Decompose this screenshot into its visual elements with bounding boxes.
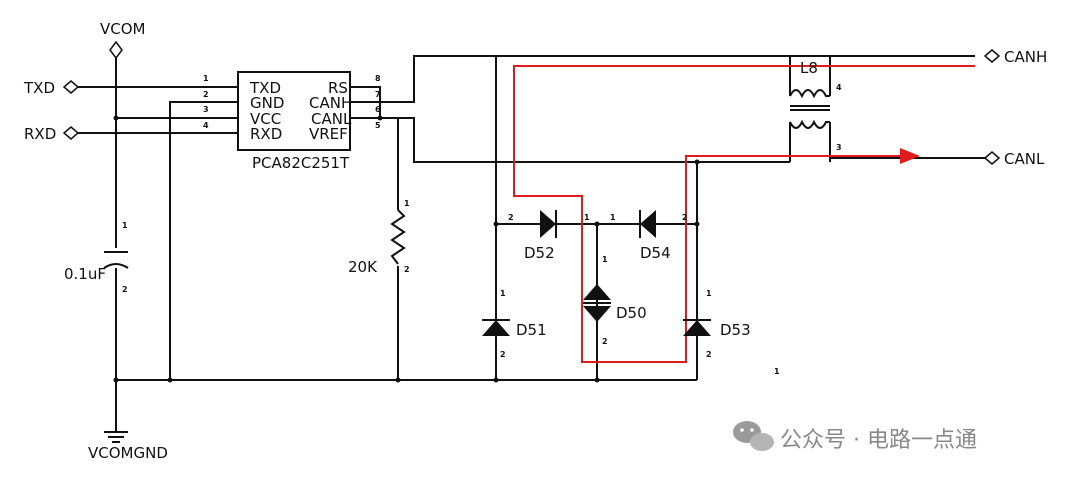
ic-body <box>237 71 351 151</box>
vcom-label: VCOM <box>100 20 145 38</box>
ic-pin-rs: RS <box>328 79 348 97</box>
d53-label: D53 <box>720 321 751 339</box>
pin-number: 1 <box>706 289 712 298</box>
pin-number: 1 <box>774 367 780 376</box>
inductor-icon <box>780 72 840 142</box>
watermark: 公众号 · 电路一点通 <box>733 421 977 453</box>
diode-d52-icon <box>540 210 557 238</box>
pin-number: 8 <box>375 74 381 83</box>
pin-number: 2 <box>500 350 506 359</box>
diode-d54-icon <box>639 210 656 238</box>
pin-number: 6 <box>375 105 381 114</box>
pin-number: 2 <box>508 213 514 222</box>
pin-number: 2 <box>706 350 712 359</box>
arrow-icon <box>900 148 920 164</box>
pin-number: 1 <box>404 199 410 208</box>
rxd-label: RXD <box>24 125 56 143</box>
pin-number: 1 <box>122 221 128 230</box>
tvs-d50-icon <box>583 284 611 322</box>
pin-number: 3 <box>836 143 842 152</box>
inductor-label: L8 <box>800 59 818 77</box>
pin-number: 3 <box>203 105 209 114</box>
txd-label: TXD <box>23 79 55 97</box>
pin-number: 2 <box>122 285 128 294</box>
canh-label: CANH <box>1004 48 1047 66</box>
pin-number: 2 <box>203 90 209 99</box>
highlight-path <box>513 65 975 363</box>
ic-name: PCA82C251T <box>252 154 350 172</box>
vcomgnd-label: VCOMGND <box>88 444 168 462</box>
capacitor-icon <box>103 248 129 269</box>
junctions <box>113 115 700 383</box>
ic-pin-gnd: GND <box>250 94 284 112</box>
pin-number: 7 <box>375 90 381 99</box>
diode-d51-icon <box>482 319 510 336</box>
canl-port-icon <box>983 151 1001 165</box>
d51-label: D51 <box>516 321 547 339</box>
ic-pin-vcc: VCC <box>250 110 281 128</box>
canl-label: CANL <box>1004 150 1045 168</box>
d54-label: D54 <box>640 244 671 262</box>
pin-number: 4 <box>836 83 842 92</box>
diode-d53-icon <box>683 319 711 336</box>
ground-icon <box>104 431 128 443</box>
pin-number: 1 <box>500 289 506 298</box>
rxd-port-icon <box>62 126 80 140</box>
ports <box>62 40 1001 165</box>
capacitor-label: 0.1uF <box>64 265 106 283</box>
pin-number: 1 <box>602 255 608 264</box>
pin-number: 4 <box>203 121 209 130</box>
canh-port-icon <box>983 49 1001 63</box>
pin-number: 1 <box>610 213 616 222</box>
ic-pin-canh: CANH <box>309 94 352 112</box>
ic-pin-vref: VREF <box>309 125 348 143</box>
watermark-text: 公众号 · 电路一点通 <box>780 428 977 453</box>
pin-number: 1 <box>584 213 590 222</box>
resistor-icon <box>390 209 406 266</box>
ic-pin-canl: CANL <box>311 110 352 128</box>
ic-pin-rxd: RXD <box>250 125 282 143</box>
d52-label: D52 <box>524 244 555 262</box>
d50-label: D50 <box>616 304 647 322</box>
vcom-port-icon <box>109 40 123 60</box>
txd-port-icon <box>62 80 80 94</box>
ic-pin-txd: TXD <box>249 79 281 97</box>
wechat-icon <box>733 421 774 451</box>
pin-number: 2 <box>404 265 410 274</box>
pin-number: 5 <box>375 121 381 130</box>
pin-number: 2 <box>682 213 688 222</box>
pin-number: 2 <box>602 337 608 346</box>
resistor-label: 20K <box>348 258 378 276</box>
pin-number: 1 <box>203 74 209 83</box>
